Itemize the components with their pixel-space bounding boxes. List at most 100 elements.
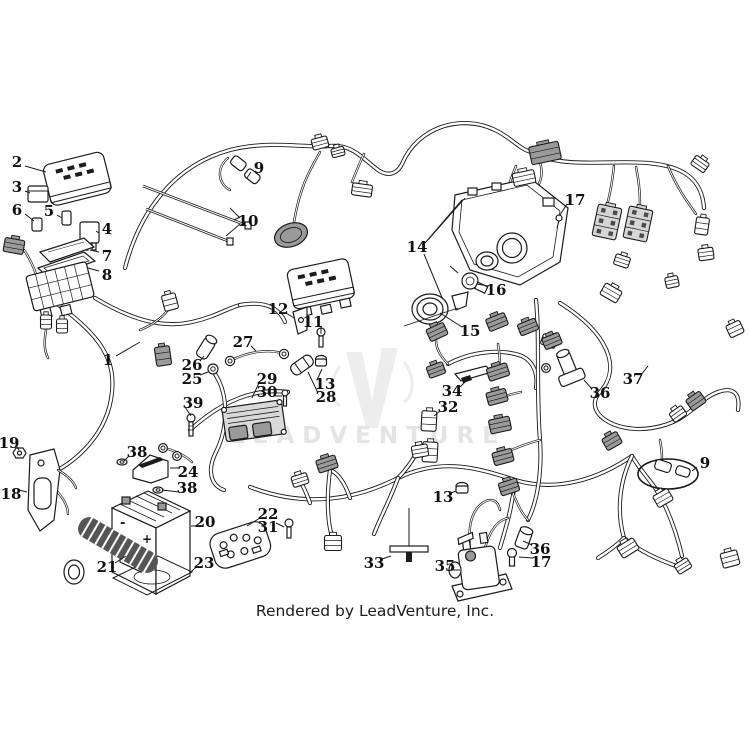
svg-text:35: 35 (435, 557, 456, 575)
connector (55, 315, 69, 334)
callout-29[interactable]: 29 (251, 370, 277, 399)
connector (616, 537, 640, 559)
callout-6[interactable]: 6 (12, 201, 35, 222)
starter-solenoid (448, 531, 513, 602)
callout-1[interactable]: 1 (103, 341, 141, 369)
callout-36[interactable]: 36 (522, 540, 550, 558)
callout-3[interactable]: 3 (12, 178, 31, 196)
connector (511, 167, 537, 187)
callout-21[interactable]: 21 (97, 555, 127, 576)
clamp-bracket-33 (389, 508, 429, 562)
connector (485, 360, 511, 382)
callout-14[interactable]: 14 (407, 199, 463, 256)
callout-39[interactable]: 39 (183, 394, 204, 417)
svg-text:7: 7 (102, 247, 112, 265)
fuse-block (25, 261, 95, 320)
svg-text:24: 24 (178, 463, 199, 481)
callout-5[interactable]: 5 (44, 202, 63, 220)
connector (668, 404, 688, 423)
callout-27[interactable]: 27 (233, 333, 257, 352)
callout-25[interactable]: 25 (182, 370, 209, 388)
terminal-boot-36 (514, 526, 534, 550)
connector (425, 359, 447, 379)
fuse-label-plate (38, 237, 96, 263)
callout-32[interactable]: 32 (433, 398, 459, 417)
connector (39, 311, 53, 330)
callout-24[interactable]: 24 (170, 463, 198, 481)
svg-text:2: 2 (12, 153, 22, 171)
svg-text:14: 14 (407, 238, 428, 256)
svg-text:30: 30 (257, 383, 278, 401)
callout-9[interactable]: 9 (691, 454, 710, 472)
callout-15[interactable]: 15 (439, 312, 481, 340)
callout-19[interactable]: 19 (0, 434, 19, 452)
callout-30[interactable]: 30 (257, 383, 282, 401)
svg-text:4: 4 (102, 220, 112, 238)
mini-fuse-2 (31, 217, 43, 232)
callout-11[interactable]: 11 (303, 313, 324, 334)
callout-20[interactable]: 20 (191, 513, 215, 531)
callout-9[interactable]: 9 (246, 159, 264, 179)
callout-31[interactable]: 31 (258, 518, 285, 536)
callout-26[interactable]: 26 (182, 355, 205, 374)
svg-text:32: 32 (438, 398, 459, 416)
watermark: LEADVENTURE (230, 348, 498, 449)
svg-text:39: 39 (183, 394, 204, 412)
svg-text:17: 17 (565, 191, 586, 209)
svg-text:37: 37 (623, 370, 644, 388)
callout-4[interactable]: 4 (95, 220, 112, 238)
callout-38[interactable]: 38 (161, 479, 197, 497)
connector (591, 201, 623, 241)
connector (491, 446, 515, 466)
callout-35[interactable]: 35 (435, 557, 460, 575)
connector (310, 133, 330, 151)
callout-28[interactable]: 28 (307, 371, 337, 406)
callout-34[interactable]: 34 (442, 378, 469, 400)
callout-23[interactable]: 23 (190, 554, 214, 573)
connector (601, 430, 623, 451)
nut-19 (12, 447, 27, 459)
wire-loom (78, 516, 158, 574)
components: - + (12, 151, 699, 602)
svg-text:17: 17 (531, 553, 552, 571)
callout-12[interactable]: 12 (268, 300, 295, 319)
connector (497, 476, 521, 497)
connector (673, 556, 693, 575)
callout-2[interactable]: 2 (12, 153, 47, 173)
mount-bracket-18 (27, 448, 78, 532)
svg-text:38: 38 (127, 443, 148, 461)
callout-17[interactable]: 17 (559, 191, 586, 216)
ring-terminals (158, 363, 551, 462)
grommet-15 (411, 291, 469, 325)
caption: Rendered by LeadVenture, Inc. (256, 602, 494, 620)
callout-17[interactable]: 17 (518, 553, 552, 571)
bulb-16 (449, 265, 489, 294)
bolt-17b (506, 547, 518, 567)
connector (315, 452, 339, 474)
callout-37[interactable]: 37 (623, 365, 649, 388)
callout-13[interactable]: 13 (433, 488, 457, 506)
callout-18[interactable]: 18 (1, 485, 28, 503)
callout-13[interactable]: 13 (315, 368, 336, 393)
svg-text:26: 26 (182, 356, 203, 374)
svg-text:31: 31 (258, 518, 279, 536)
connector (652, 487, 674, 508)
callout-10[interactable]: 10 (233, 212, 258, 230)
connector (330, 143, 346, 159)
svg-text:28: 28 (316, 388, 337, 406)
callout-8[interactable]: 8 (87, 266, 112, 284)
callout-36[interactable]: 36 (583, 379, 610, 402)
callout-16[interactable]: 16 (476, 281, 506, 299)
svg-text:15: 15 (460, 322, 481, 340)
callout-33[interactable]: 33 (364, 554, 392, 572)
svg-text:13: 13 (433, 488, 454, 506)
callout-38[interactable]: 38 (123, 443, 148, 462)
battery-cover (132, 454, 169, 484)
relay-bracket (292, 306, 308, 335)
connector-cluster (2, 133, 745, 575)
callout-7[interactable]: 7 (89, 247, 112, 265)
callout-22[interactable]: 22 (246, 505, 278, 527)
svg-text:25: 25 (182, 370, 203, 388)
svg-text:8: 8 (102, 266, 112, 284)
